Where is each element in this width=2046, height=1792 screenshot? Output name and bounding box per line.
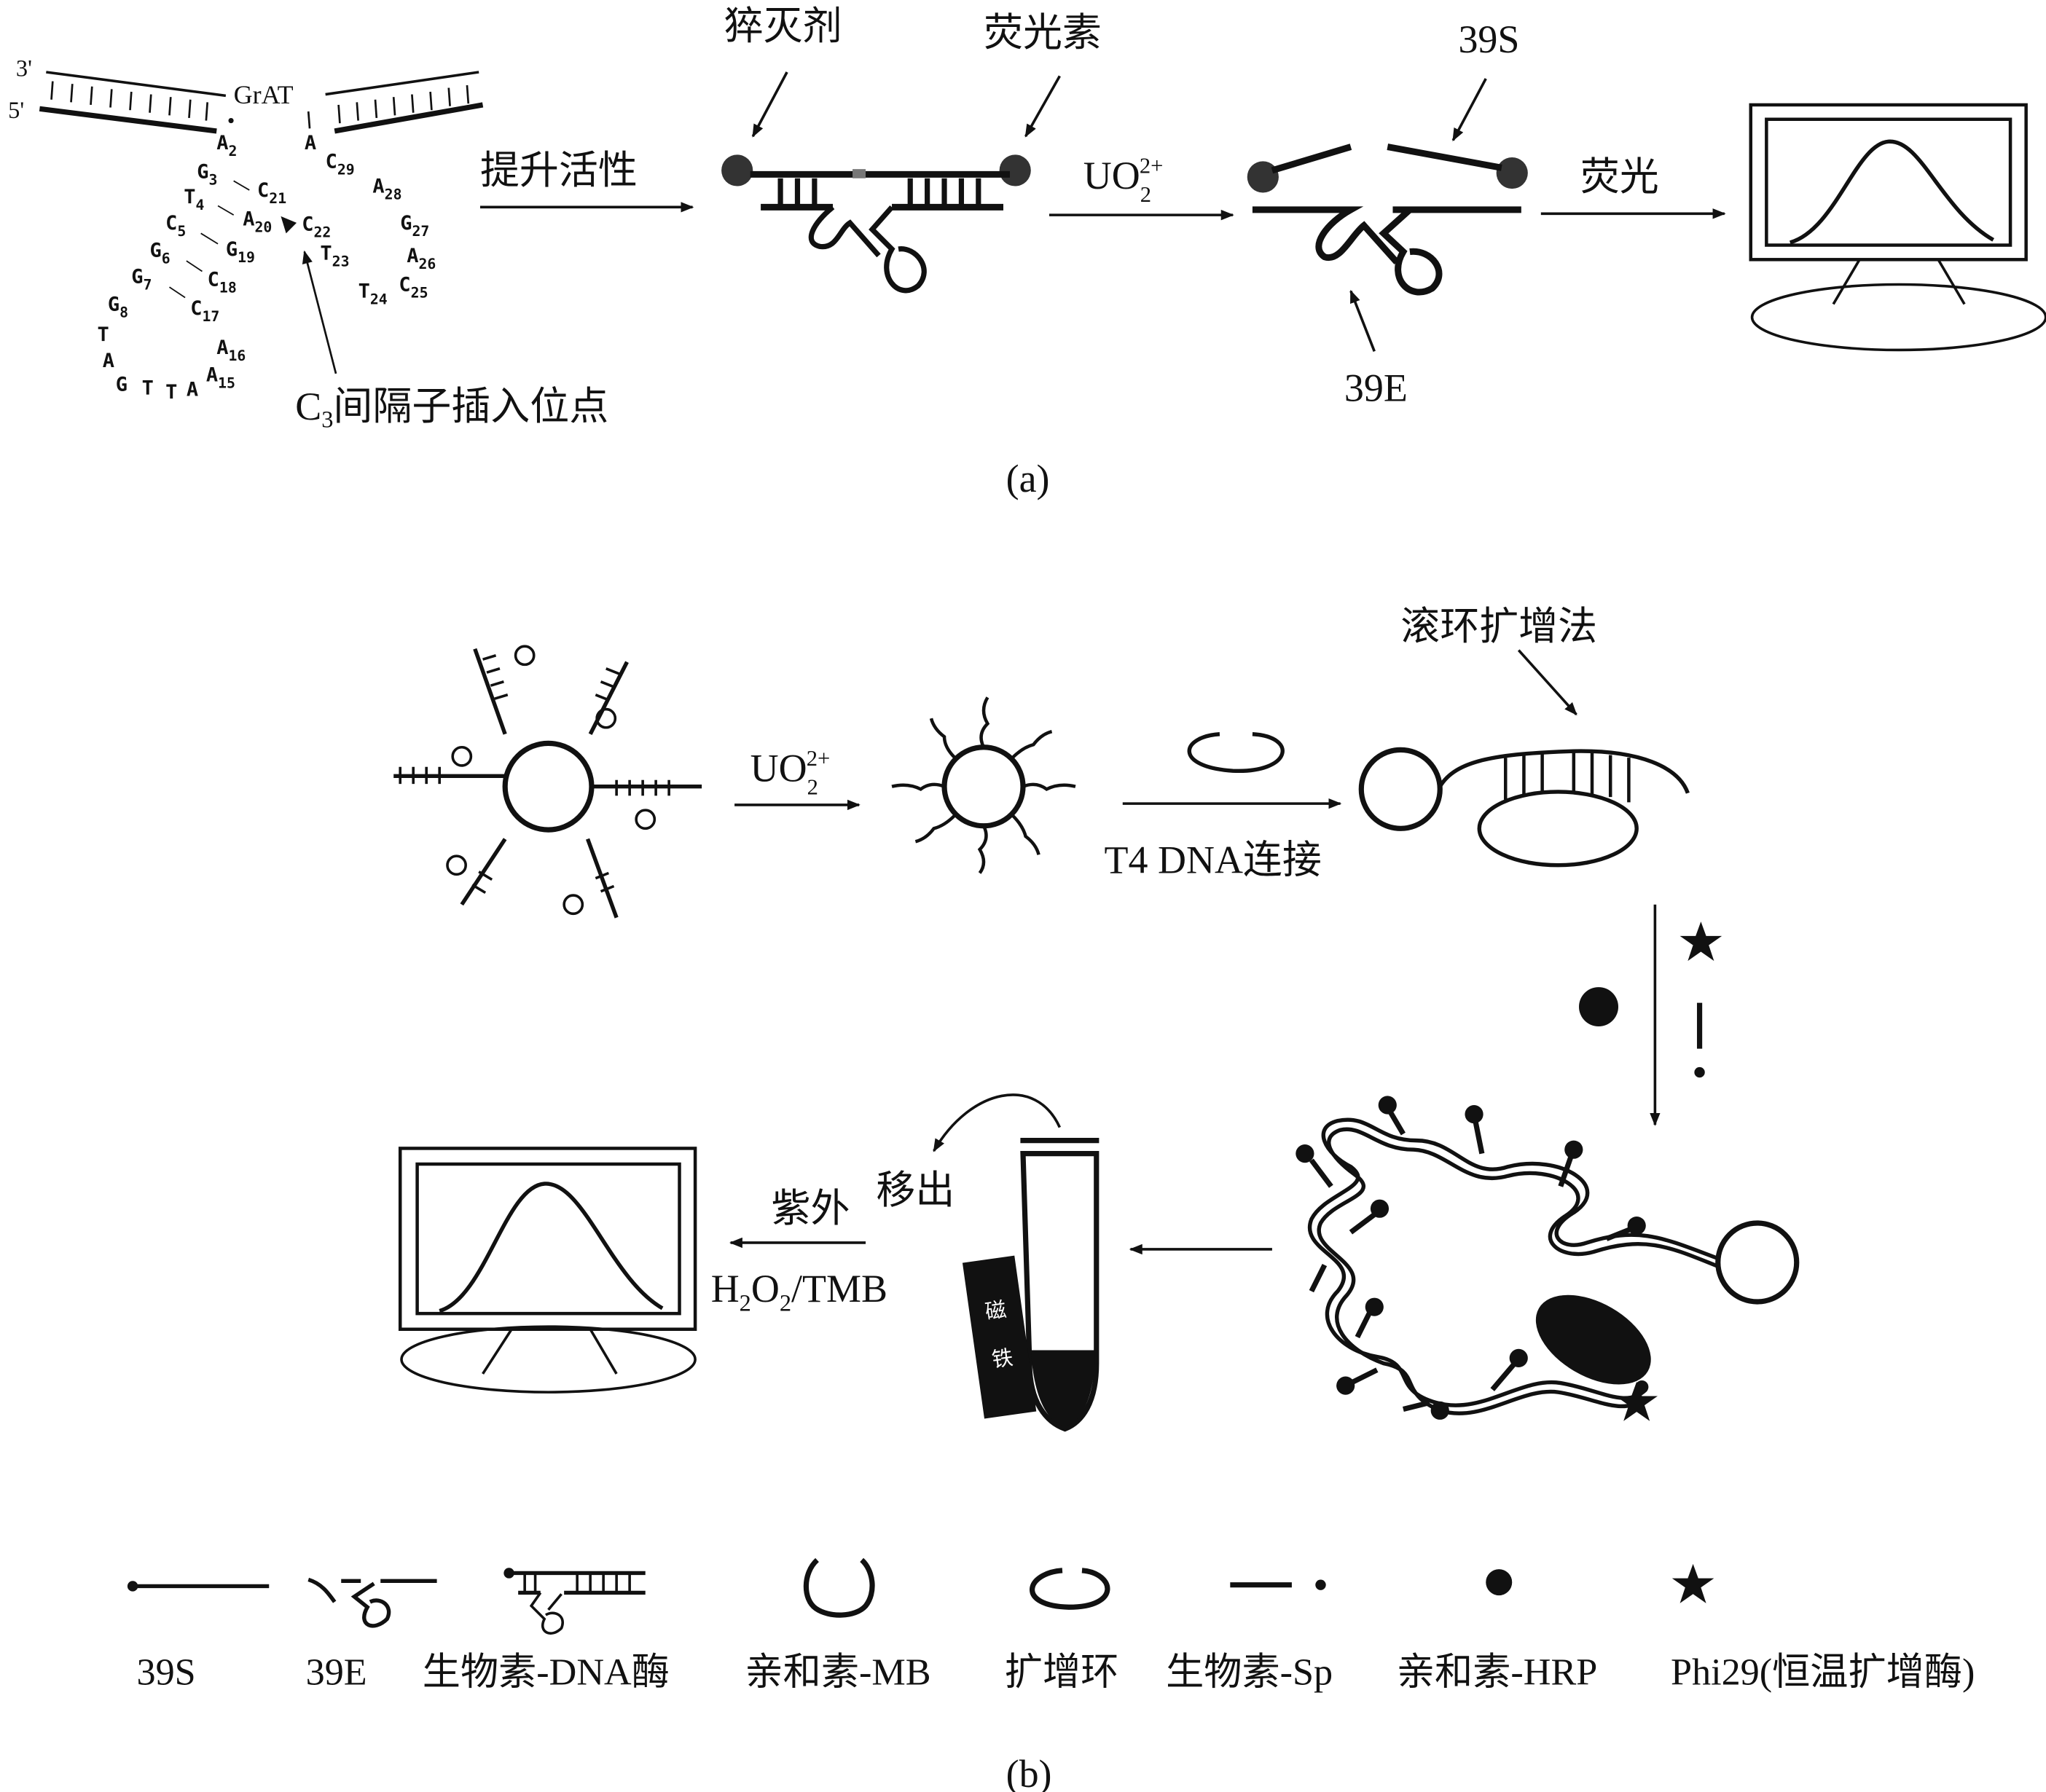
nucleotide: G8	[108, 293, 128, 321]
fluorophore-dot-icon	[999, 154, 1031, 186]
dnazyme-secondary-structure: 3' 5' GrAT A2 G3 C21 T4 A20 C22 C5 G19 G…	[8, 55, 608, 433]
uranyl-label-b: UO22+	[750, 746, 831, 800]
nucleotide: G3	[197, 161, 217, 189]
label-39s: 39S	[1458, 17, 1519, 61]
nucleotide: G6	[149, 240, 170, 267]
legend-label: Phi29(恒温扩增酶)	[1671, 1651, 1975, 1693]
uranyl-label: UO22+	[1083, 154, 1164, 208]
rca-pointer-arrow	[1517, 649, 1577, 716]
nucleotide: T4	[184, 186, 204, 213]
nucleotide: A15	[206, 364, 235, 392]
ligation-label: T4 DNA连接	[1105, 838, 1322, 882]
legend-label: 39S	[136, 1651, 195, 1693]
insertion-marker-icon	[281, 216, 297, 234]
curved-arrow	[933, 1093, 1062, 1152]
biotin-dnazyme-icon	[503, 1568, 646, 1635]
rca-label: 滚环扩增法	[1400, 605, 1597, 648]
legend-label: 生物素-DNA酶	[423, 1651, 670, 1693]
quencher-label: 猝灭剂	[724, 4, 842, 48]
nucleotide: C25	[399, 274, 428, 302]
magnet-char: 磁	[984, 1298, 1008, 1324]
uv-label: 紫外	[771, 1187, 850, 1230]
enhance-strand-icon	[307, 1577, 437, 1628]
legend-label: 亲和素-HRP	[1397, 1651, 1597, 1693]
cleaved-beacon: 39S 39E	[1247, 17, 1528, 410]
nucleotide: C21	[257, 179, 286, 207]
nucleotide: C22	[302, 213, 331, 241]
star-icon	[1679, 921, 1722, 962]
strand-3-label: 3'	[16, 55, 32, 82]
dot-icon	[1579, 987, 1619, 1027]
dnazyme-beacon: 猝灭剂 荧光素	[721, 4, 1102, 294]
base-pair-ticks-right	[307, 85, 470, 129]
nucleotide: A20	[243, 208, 272, 236]
monitor-icon	[398, 1147, 697, 1394]
nucleotide: G	[116, 373, 128, 396]
nanoparticle-with-strands	[891, 696, 1076, 874]
amplification-ring-icon	[1030, 1568, 1110, 1610]
magnetic-tube: 磁 铁	[962, 1138, 1100, 1432]
nucleotide: G19	[226, 238, 255, 266]
magnet: 磁 铁	[962, 1255, 1037, 1419]
biotin-sp-icon	[1230, 1579, 1326, 1590]
fluorophore-label: 荧光素	[984, 11, 1102, 55]
nucleotide: T	[165, 381, 177, 404]
nucleotide: T	[142, 377, 154, 400]
ligated-complex	[1358, 747, 1690, 868]
dot-icon	[1486, 1569, 1513, 1596]
legend-label: 亲和素-MB	[745, 1651, 930, 1693]
nucleotide: C17	[190, 297, 219, 325]
caption-b: (b)	[1006, 1752, 1052, 1792]
insertion-arrow	[302, 250, 337, 374]
nucleotide: A2	[216, 132, 237, 160]
pairing-dashes	[168, 180, 250, 299]
legend: 39S 39E 生物素-DNA酶 亲和素-MB 扩增环 生物素-Sp 亲和素-H…	[127, 1557, 1975, 1693]
nucleotide: G27	[400, 212, 429, 240]
base-pair-ticks-left	[50, 81, 209, 121]
remove-label: 移出	[876, 1168, 955, 1212]
quencher-dot-icon	[721, 154, 753, 186]
cleavage-site-label: GrAT	[234, 80, 294, 109]
rca-product	[1296, 1096, 1800, 1421]
nucleotide: C18	[208, 268, 237, 296]
nucleotide: G7	[131, 266, 152, 294]
nucleotide: C5	[165, 212, 186, 240]
strand-5-label: 5'	[8, 98, 24, 124]
substrate-label: H2O2/TMB	[711, 1267, 887, 1317]
enhance-activity-label: 提升活性	[480, 149, 638, 192]
label-39e: 39E	[1344, 366, 1408, 410]
nucleotide: T24	[358, 280, 388, 308]
insertion-site-label: C3间隔子插入位点	[295, 385, 608, 433]
star-icon	[1671, 1563, 1714, 1603]
nucleotide: A28	[372, 176, 401, 203]
nucleotide: A	[305, 132, 316, 154]
legend-label: 扩增环	[1005, 1651, 1119, 1693]
legend-label: 39E	[306, 1651, 367, 1693]
nucleotide: A16	[216, 337, 246, 364]
fluorescence-label: 荧光	[1580, 155, 1659, 199]
avidin-bead-icon	[803, 1557, 875, 1618]
legend-label: 生物素-Sp	[1166, 1651, 1333, 1693]
magnet-char: 铁	[990, 1346, 1014, 1372]
nanoparticle-with-dnazyme	[393, 645, 702, 919]
nucleotide: C29	[326, 150, 355, 178]
nucleotide: T	[98, 323, 109, 346]
nucleotide: A26	[407, 245, 436, 272]
nucleotide: T23	[320, 242, 349, 270]
nucleotide: A	[103, 350, 114, 372]
caption-a: (a)	[1006, 457, 1050, 500]
strand-icon	[127, 1581, 270, 1592]
monitor-icon	[1749, 103, 2046, 352]
amplification-ring-icon	[1187, 732, 1285, 773]
nucleotide: A	[187, 378, 198, 401]
